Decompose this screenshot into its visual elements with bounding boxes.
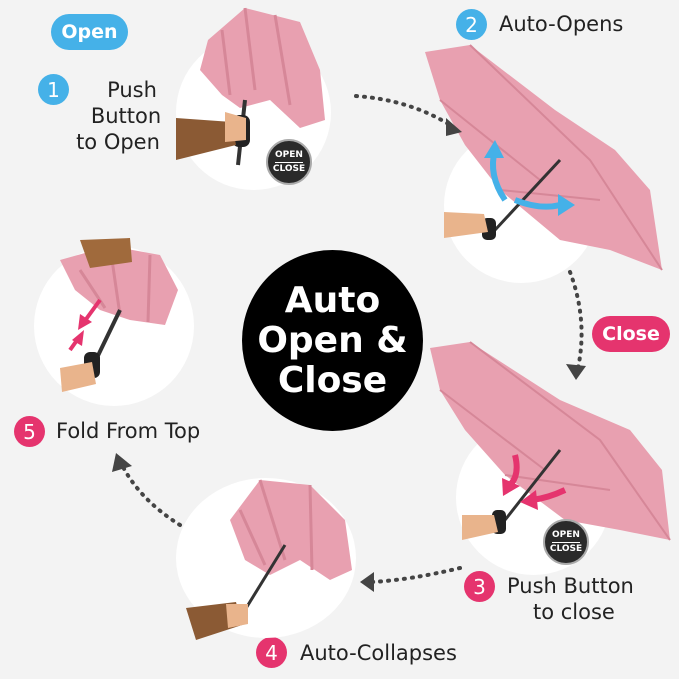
dotted-arrow-icon [370, 566, 462, 584]
center-title-line3: Close [277, 359, 388, 401]
dotted-arrow-icon [568, 270, 584, 370]
close-badge: Close [592, 316, 670, 352]
pink-arrow-icon [520, 490, 538, 510]
umbrella-image [60, 238, 178, 392]
badge-divider [552, 541, 580, 543]
step-3-number: 3 [464, 571, 495, 602]
step-4-number: 4 [256, 637, 287, 668]
step-1-line2: Button [90, 104, 162, 128]
step-1-line1: Push [107, 78, 157, 102]
dotted-arrow-icon [360, 572, 374, 592]
step-4-label: Auto-Collapses [300, 641, 457, 665]
step-2-label: Auto-Opens [499, 12, 624, 36]
blue-arrow-icon [513, 197, 561, 210]
blue-arrow-icon [558, 194, 575, 216]
open-badge: Open [51, 14, 128, 50]
dotted-arrow-icon [446, 118, 462, 136]
step-1-number: 1 [38, 74, 69, 105]
step-3-label: Push Button to close [507, 573, 634, 625]
blue-arrow-icon [484, 140, 504, 158]
badge-open-text: OPEN [552, 529, 580, 540]
badge-divider [275, 161, 303, 163]
pink-arrow-icon [78, 314, 92, 330]
open-close-button-badge: OPEN CLOSE [543, 519, 589, 565]
dotted-arrow-icon [112, 453, 132, 472]
dotted-arrow-icon [120, 463, 182, 527]
badge-close-text: CLOSE [549, 543, 583, 554]
pink-arrow-icon [502, 478, 520, 496]
badge-close-text: CLOSE [272, 163, 306, 174]
center-title-line2: Open & [257, 319, 408, 361]
center-title-line1: Auto [284, 279, 381, 321]
badge-open-text: OPEN [275, 149, 303, 160]
step-3-line1: Push Button [507, 574, 634, 598]
open-close-button-badge: OPEN CLOSE [266, 139, 312, 185]
dotted-arrow-icon [354, 94, 452, 127]
step-3-line2: to close [533, 600, 615, 624]
dotted-arrow-icon [566, 364, 586, 380]
umbrella-image [425, 44, 663, 271]
step-5-label: Fold From Top [56, 419, 201, 443]
pink-arrow-icon [82, 298, 102, 324]
step-1-label: Push Button to Open [68, 77, 168, 155]
center-title: Auto Open & Close [257, 279, 408, 401]
step-2-number: 2 [456, 9, 487, 40]
umbrella-image [430, 341, 671, 541]
step-1-line3: to Open [76, 130, 160, 154]
umbrella-image [176, 7, 325, 166]
center-title-circle: Auto Open & Close [242, 250, 423, 431]
pink-arrow-icon [72, 330, 84, 346]
umbrella-image [186, 479, 352, 640]
step-5-number: 5 [14, 416, 45, 447]
